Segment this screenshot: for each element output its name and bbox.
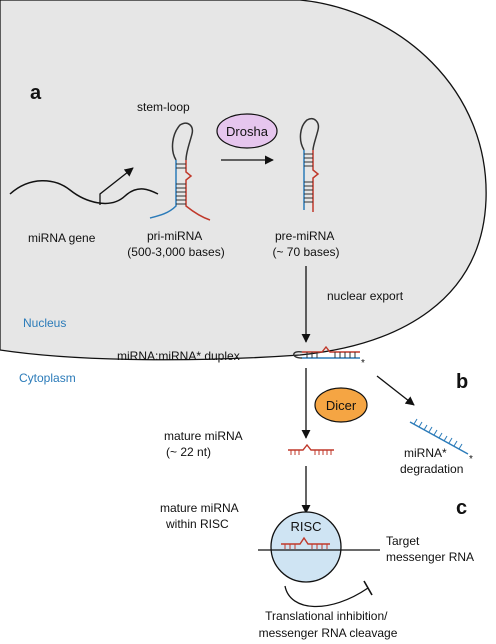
pre-mirna-label: pre-miRNA (~ 70 bases) (272, 229, 339, 259)
mirna-gene-strand (9, 180, 159, 205)
risc-label: RISC (290, 519, 321, 534)
target-type: messenger RNA (386, 550, 474, 564)
mirna-duplex: * (293, 345, 365, 369)
pri-mirna-name: pri-miRNA (147, 229, 202, 243)
panel-label-c: c (456, 497, 467, 519)
duplex-label: miRNA:miRNA* duplex (117, 349, 240, 363)
mature-in-risc-location: within RISC (165, 517, 229, 531)
svg-text:*: * (469, 454, 473, 465)
risc-complex (270, 511, 342, 583)
pre-mirna-name: pre-miRNA (275, 229, 334, 243)
target-name: Target (386, 534, 420, 548)
mature-mirna-length: (~ 22 nt) (166, 445, 211, 459)
mature-mirna-label: mature miRNA (~ 22 nt) (164, 429, 245, 459)
pre-mirna-hairpin (299, 118, 320, 212)
mature-mirna-name: mature miRNA (164, 429, 243, 443)
pri-mirna-label: pri-miRNA (500-3,000 bases) (127, 229, 224, 259)
promoter-arrow (99, 167, 134, 205)
panel-label-a: a (30, 82, 42, 104)
nucleus-label: Nucleus (23, 316, 66, 330)
panel-label-b: b (456, 371, 468, 393)
nuclear-export-label: nuclear export (327, 289, 404, 303)
outcome-line-2: messenger RNA cleavage (259, 626, 398, 640)
inhibition-curve (284, 585, 369, 608)
degradation-text: degradation (400, 462, 463, 476)
nucleus-region (0, 0, 487, 361)
pri-mirna-hairpin (149, 122, 211, 221)
mature-in-risc-name: mature miRNA (160, 501, 239, 515)
drosha-label: Drosha (226, 124, 269, 139)
cytoplasm-label: Cytoplasm (19, 371, 76, 385)
mirna-star-strand: * (409, 418, 473, 465)
degradation-label: miRNA* degradation (400, 446, 463, 476)
mature-mirna-strand (288, 443, 334, 455)
mirna-star-name: miRNA* (404, 446, 447, 460)
risc-bound-mirna (281, 536, 330, 549)
stem-loop-label: stem-loop (137, 100, 190, 114)
dicer-label: Dicer (326, 398, 357, 413)
pre-mirna-length: (~ 70 bases) (272, 245, 339, 259)
mirna-gene-label: miRNA gene (28, 231, 96, 245)
svg-text:*: * (361, 358, 365, 369)
inhibition-bar (363, 580, 373, 596)
target-label: Target messenger RNA (386, 534, 474, 564)
degradation-arrow (376, 375, 415, 406)
mature-in-risc-label: mature miRNA within RISC (160, 501, 241, 531)
outcome-line-1: Translational inhibition/ (265, 609, 388, 623)
outcome-label: Translational inhibition/ messenger RNA … (259, 609, 398, 640)
pri-mirna-length: (500-3,000 bases) (127, 245, 224, 259)
drosha-enzyme (216, 113, 278, 149)
dicer-enzyme (314, 387, 368, 423)
